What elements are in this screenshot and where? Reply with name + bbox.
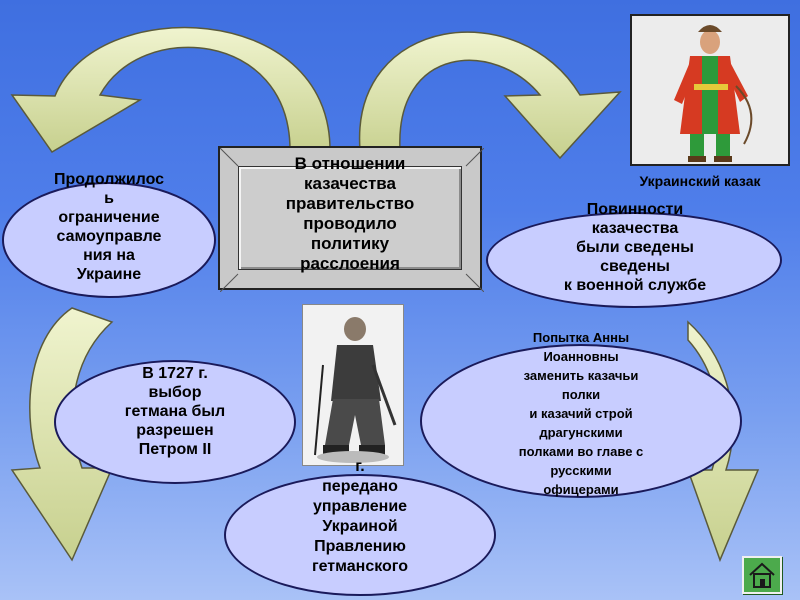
hetman-figure bbox=[303, 305, 403, 465]
ellipse-right-bottom bbox=[420, 344, 742, 498]
central-policy-box bbox=[218, 146, 484, 292]
ellipse-right-top bbox=[486, 212, 782, 308]
ellipse-right-top-text: Повинности казачества были сведены сведе… bbox=[563, 201, 707, 294]
home-button[interactable] bbox=[742, 556, 782, 594]
box-bevel-lines bbox=[220, 148, 484, 292]
ellipse-left-bottom-text: В 1727 г. выбор гетмана был разрешен Пет… bbox=[124, 365, 226, 458]
ellipse-bottom-text: г. передано управление Украиной Правлени… bbox=[311, 458, 409, 575]
arrow-top-left bbox=[10, 26, 331, 153]
home-icon bbox=[749, 562, 775, 588]
cossack-figure bbox=[674, 25, 753, 162]
ellipse-bottom bbox=[224, 474, 496, 596]
ellipse-right-bottom-text: Попытка Анны Иоанновны заменить казачьи … bbox=[518, 330, 644, 497]
ukrainian-cossack-image bbox=[630, 14, 790, 166]
hetman-figure-image bbox=[302, 304, 404, 466]
arrow-top-right bbox=[359, 31, 622, 160]
ellipse-left-bottom bbox=[54, 360, 296, 484]
cossack-caption: Украинский казак bbox=[639, 173, 761, 189]
ellipse-left-top-text: Продолжилос ь ограничение самоуправле ни… bbox=[53, 171, 165, 283]
center-box-inner bbox=[238, 166, 462, 270]
ellipse-left-top bbox=[2, 182, 216, 298]
center-text: В отношении казачества правительство про… bbox=[285, 154, 415, 273]
